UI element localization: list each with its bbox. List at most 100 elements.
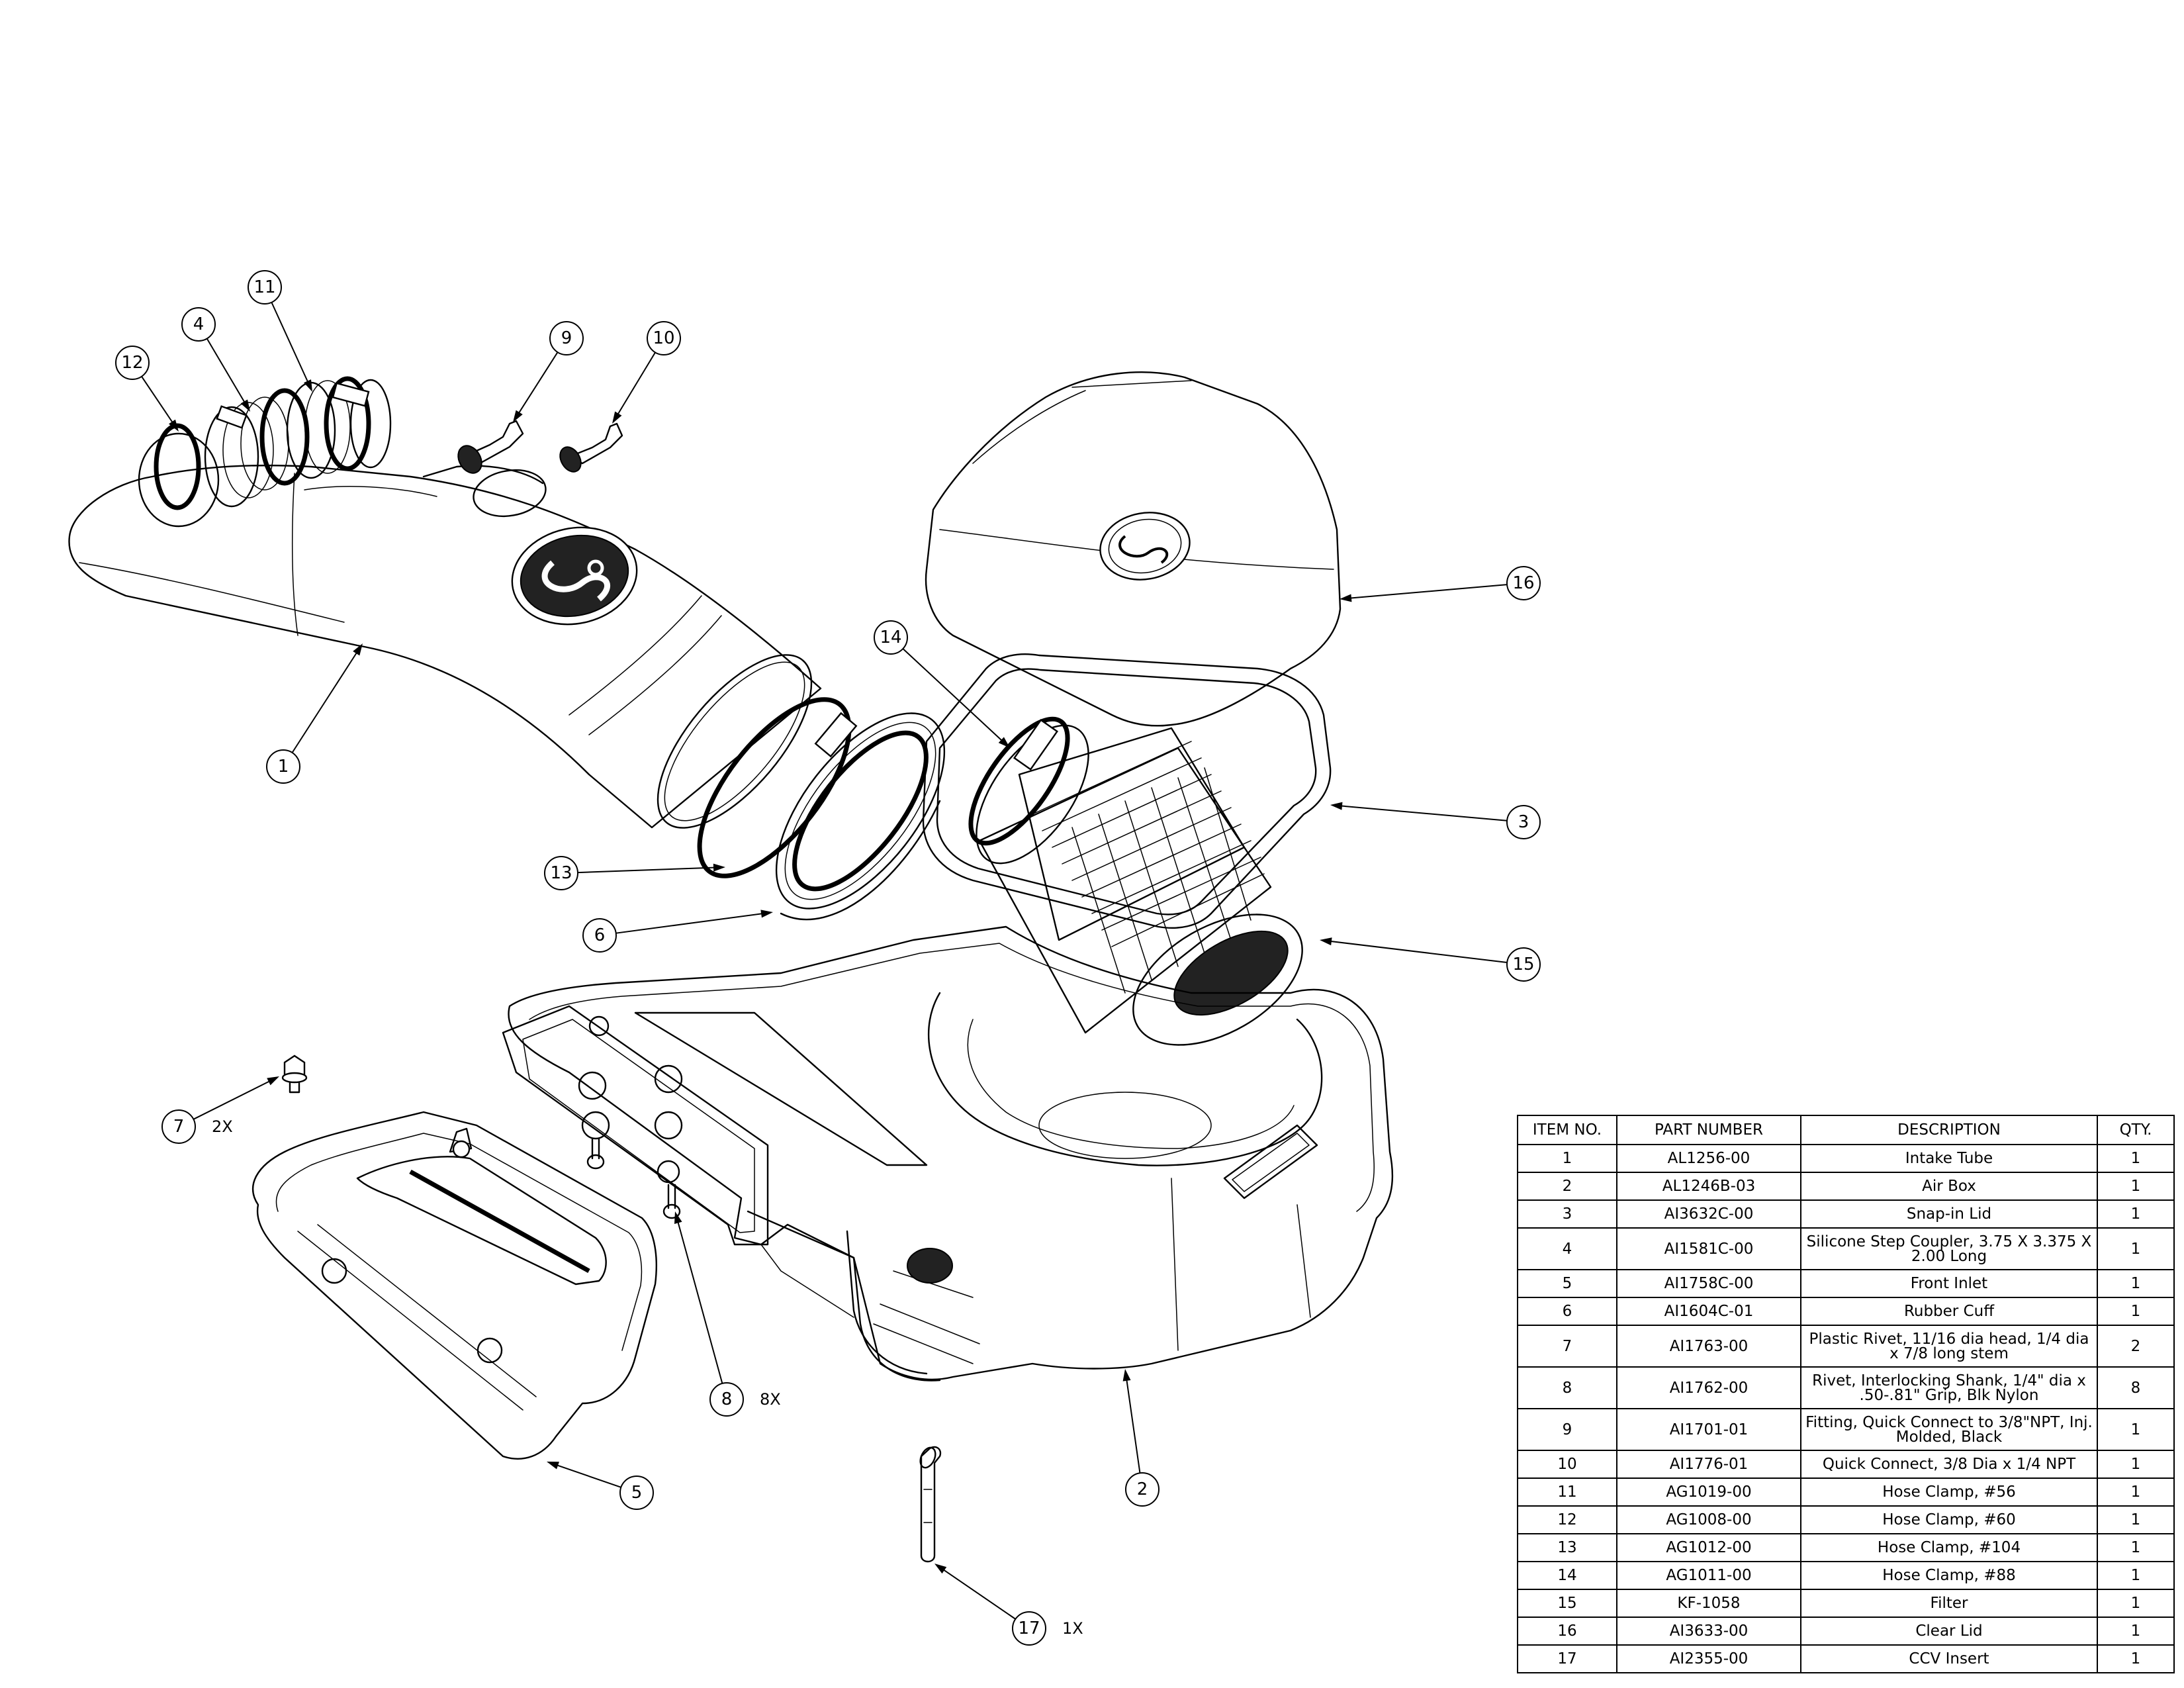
callout-balloon-4: 4: [181, 307, 216, 342]
bom-cell-part: AI3633-00: [1616, 1617, 1801, 1646]
bom-header-item-no: ITEM NO.: [1517, 1115, 1617, 1145]
callout-leaders: [141, 302, 1508, 1620]
leader-line-10: [616, 352, 656, 416]
quick-connect-fittings: [457, 420, 623, 474]
bom-cell-part: AI1581C-00: [1616, 1227, 1801, 1270]
bom-cell-qty: 1: [2097, 1227, 2175, 1270]
balloon-number: 12: [121, 353, 143, 373]
balloon-number: 13: [550, 863, 572, 883]
balloon-number: 3: [1518, 812, 1529, 832]
bom-cell-part: AI1701-01: [1616, 1408, 1801, 1451]
bom-cell-item: 4: [1517, 1227, 1617, 1270]
bom-cell-desc: Hose Clamp, #56: [1800, 1477, 2098, 1507]
leader-line-6: [615, 912, 764, 934]
leader-arrow-9: [513, 410, 523, 422]
balloon-number: 4: [193, 314, 205, 334]
balloon-circle: [582, 918, 617, 953]
bom-cell-item: 9: [1517, 1408, 1617, 1451]
balloon-circle: [549, 321, 584, 355]
bom-cell-part: AG1019-00: [1616, 1477, 1801, 1507]
balloon-number: 15: [1512, 955, 1534, 974]
callout-balloon-1: 1: [266, 749, 300, 784]
balloon-circle: [544, 856, 578, 890]
bom-cell-qty: 1: [2097, 1617, 2175, 1646]
bom-cell-part: AG1011-00: [1616, 1561, 1801, 1590]
callout-balloon-2: 2: [1125, 1472, 1160, 1507]
snap-in-lid-frame: [922, 653, 1332, 929]
bom-cell-qty: 8: [2097, 1366, 2175, 1409]
bom-cell-part: KF-1058: [1616, 1589, 1801, 1618]
leader-arrow-17: [934, 1564, 947, 1574]
bom-cell-qty: 1: [2097, 1505, 2175, 1534]
bom-cell-item: 2: [1517, 1172, 1617, 1201]
bom-cell-desc: Silicone Step Coupler, 3.75 X 3.375 X 2.…: [1800, 1227, 2098, 1270]
balloon-circle: [619, 1476, 654, 1510]
balloon-number: 1: [278, 757, 289, 776]
balloon-number: 5: [631, 1483, 643, 1503]
bom-cell-qty: 1: [2097, 1561, 2175, 1590]
leader-line-1: [291, 651, 359, 753]
balloon-circle: [161, 1109, 196, 1144]
leader-line-13: [577, 867, 717, 874]
bom-cell-desc: Snap-in Lid: [1800, 1199, 2098, 1229]
leader-arrow-2: [1122, 1369, 1131, 1382]
balloon-number: 7: [173, 1117, 185, 1137]
bom-cell-item: 7: [1517, 1325, 1617, 1368]
bom-cell-qty: 1: [2097, 1172, 2175, 1201]
air-box: [502, 925, 1394, 1382]
bom-cell-part: AL1246B-03: [1616, 1172, 1801, 1201]
balloon-circle: [1506, 947, 1541, 982]
bom-cell-item: 1: [1517, 1144, 1617, 1173]
bom-cell-desc: Rubber Cuff: [1800, 1297, 2098, 1326]
bom-cell-desc: Rivet, Interlocking Shank, 1/4" dia x .5…: [1800, 1366, 2098, 1409]
leader-arrow-6: [760, 910, 773, 918]
balloon-circle: [1506, 805, 1541, 839]
clear-lid: [925, 371, 1342, 727]
bom-cell-part: AI1604C-01: [1616, 1297, 1801, 1326]
leader-line-9: [517, 352, 559, 415]
balloon-circle: [1012, 1611, 1046, 1646]
bom-cell-desc: Plastic Rivet, 11/16 dia head, 1/4 dia x…: [1800, 1325, 2098, 1368]
bom-cell-item: 3: [1517, 1199, 1617, 1229]
bom-header-part-number: PART NUMBER: [1616, 1115, 1801, 1145]
bom-cell-part: AI1758C-00: [1616, 1269, 1801, 1298]
leader-arrow-7: [267, 1076, 279, 1086]
rivets: [281, 1055, 681, 1219]
callout-balloon-13: 13: [544, 856, 578, 890]
balloon-circle: [181, 307, 216, 342]
bom-cell-item: 8: [1517, 1366, 1617, 1409]
balloon-circle: [115, 346, 150, 380]
leader-line-5: [555, 1464, 621, 1488]
balloon-number: 14: [880, 628, 901, 647]
leader-arrow-15: [1320, 937, 1332, 946]
bom-cell-qty: 2: [2097, 1325, 2175, 1368]
balloon-number: 2: [1137, 1479, 1148, 1499]
intake-tube: [68, 464, 822, 829]
bom-cell-item: 12: [1517, 1505, 1617, 1534]
bom-cell-qty: 1: [2097, 1533, 2175, 1562]
bom-cell-qty: 1: [2097, 1589, 2175, 1618]
leader-arrow-1: [353, 643, 363, 656]
bom-cell-desc: Filter: [1800, 1589, 2098, 1618]
bom-cell-qty: 1: [2097, 1408, 2175, 1451]
balloon-circle: [248, 270, 282, 305]
callout-balloon-15: 15: [1506, 947, 1541, 982]
balloon-number: 9: [561, 328, 572, 348]
leader-line-12: [141, 376, 175, 424]
ccv-insert: [919, 1446, 942, 1563]
bom-cell-part: AI2355-00: [1616, 1644, 1801, 1673]
balloon-circle: [1506, 566, 1541, 600]
callout-balloon-3: 3: [1506, 805, 1541, 839]
balloon-number: 8: [721, 1389, 733, 1409]
callout-balloon-9: 9: [549, 321, 584, 355]
